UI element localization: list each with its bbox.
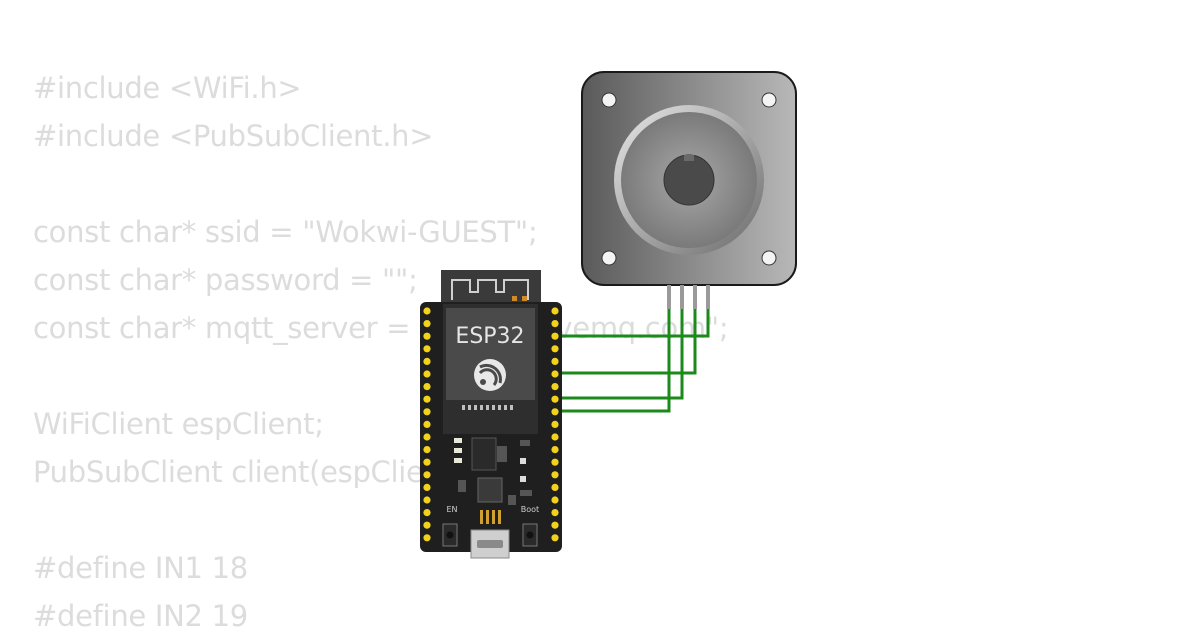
header-pin[interactable] xyxy=(423,320,431,328)
header-pin[interactable] xyxy=(423,395,431,403)
code-line: const char* ssid = "Wokwi-GUEST"; xyxy=(33,215,538,249)
usb-chip xyxy=(477,477,503,503)
header-pin[interactable] xyxy=(551,307,559,315)
regulator xyxy=(471,437,497,471)
header-pin[interactable] xyxy=(423,420,431,428)
module-label: ESP32 xyxy=(455,324,524,349)
module-pads xyxy=(462,405,513,410)
mount-hole xyxy=(761,250,777,266)
header-pin[interactable] xyxy=(551,332,559,340)
header-pin[interactable] xyxy=(423,408,431,416)
header-pin[interactable] xyxy=(423,458,431,466)
motor-pin xyxy=(693,285,697,309)
shaft-flat xyxy=(684,155,694,161)
code-line: #include <PubSubClient.h> xyxy=(33,119,434,153)
header-pin[interactable] xyxy=(551,370,559,378)
header-pin[interactable] xyxy=(423,496,431,504)
header-pin[interactable] xyxy=(551,483,559,491)
header-pin[interactable] xyxy=(551,521,559,529)
motor-pin xyxy=(680,285,684,309)
header-pin[interactable] xyxy=(423,534,431,542)
wire-3 xyxy=(555,309,684,400)
antenna-trace xyxy=(451,279,529,300)
code-line: #include <WiFi.h> xyxy=(33,71,302,105)
wires xyxy=(555,309,710,413)
en-button-label: EN xyxy=(446,505,457,514)
header-pin[interactable] xyxy=(551,534,559,542)
header-pin[interactable] xyxy=(551,408,559,416)
mount-hole xyxy=(601,92,617,108)
esp32-board[interactable]: ESP32 EN Boot xyxy=(420,270,562,559)
header-pin[interactable] xyxy=(423,483,431,491)
wire-1 xyxy=(555,309,710,338)
mount-hole xyxy=(761,92,777,108)
header-pin[interactable] xyxy=(423,471,431,479)
header-pin[interactable] xyxy=(551,433,559,441)
header-pin[interactable] xyxy=(423,307,431,315)
espressif-logo xyxy=(474,359,506,391)
header-pin[interactable] xyxy=(423,446,431,454)
header-pin[interactable] xyxy=(551,496,559,504)
code-line: WiFiClient espClient; xyxy=(33,407,324,441)
header-pin[interactable] xyxy=(423,508,431,517)
header-pin[interactable] xyxy=(551,508,559,517)
header-pin[interactable] xyxy=(551,458,559,466)
header-pin[interactable] xyxy=(423,433,431,441)
header-pin[interactable] xyxy=(551,320,559,328)
header-pin[interactable] xyxy=(423,345,431,353)
mount-hole xyxy=(601,250,617,266)
motor-shaft xyxy=(663,154,715,206)
header-pin[interactable] xyxy=(551,446,559,454)
pin-header-left[interactable] xyxy=(423,307,431,542)
header-pin[interactable] xyxy=(551,471,559,479)
wire-4 xyxy=(555,309,671,413)
boot-button-label: Boot xyxy=(521,505,539,514)
header-pin[interactable] xyxy=(551,383,559,391)
code-line: const char* password = ""; xyxy=(33,263,418,297)
motor-pin xyxy=(706,285,710,309)
pin-header-right[interactable] xyxy=(551,307,559,542)
header-pin[interactable] xyxy=(423,332,431,340)
header-pin[interactable] xyxy=(423,357,431,365)
header-pin[interactable] xyxy=(551,357,559,365)
header-pin[interactable] xyxy=(423,521,431,529)
code-line: #define IN1 18 xyxy=(33,551,248,585)
stepper-motor[interactable] xyxy=(581,71,797,309)
motor-pin xyxy=(667,285,671,309)
header-pin[interactable] xyxy=(423,383,431,391)
header-pin[interactable] xyxy=(551,345,559,353)
header-pin[interactable] xyxy=(423,370,431,378)
code-background: #include <WiFi.h> #include <PubSubClient.… xyxy=(33,64,729,640)
header-pin[interactable] xyxy=(551,420,559,428)
header-pin[interactable] xyxy=(551,395,559,403)
wire-2 xyxy=(555,309,697,375)
code-line: #define IN2 19 xyxy=(33,599,248,633)
